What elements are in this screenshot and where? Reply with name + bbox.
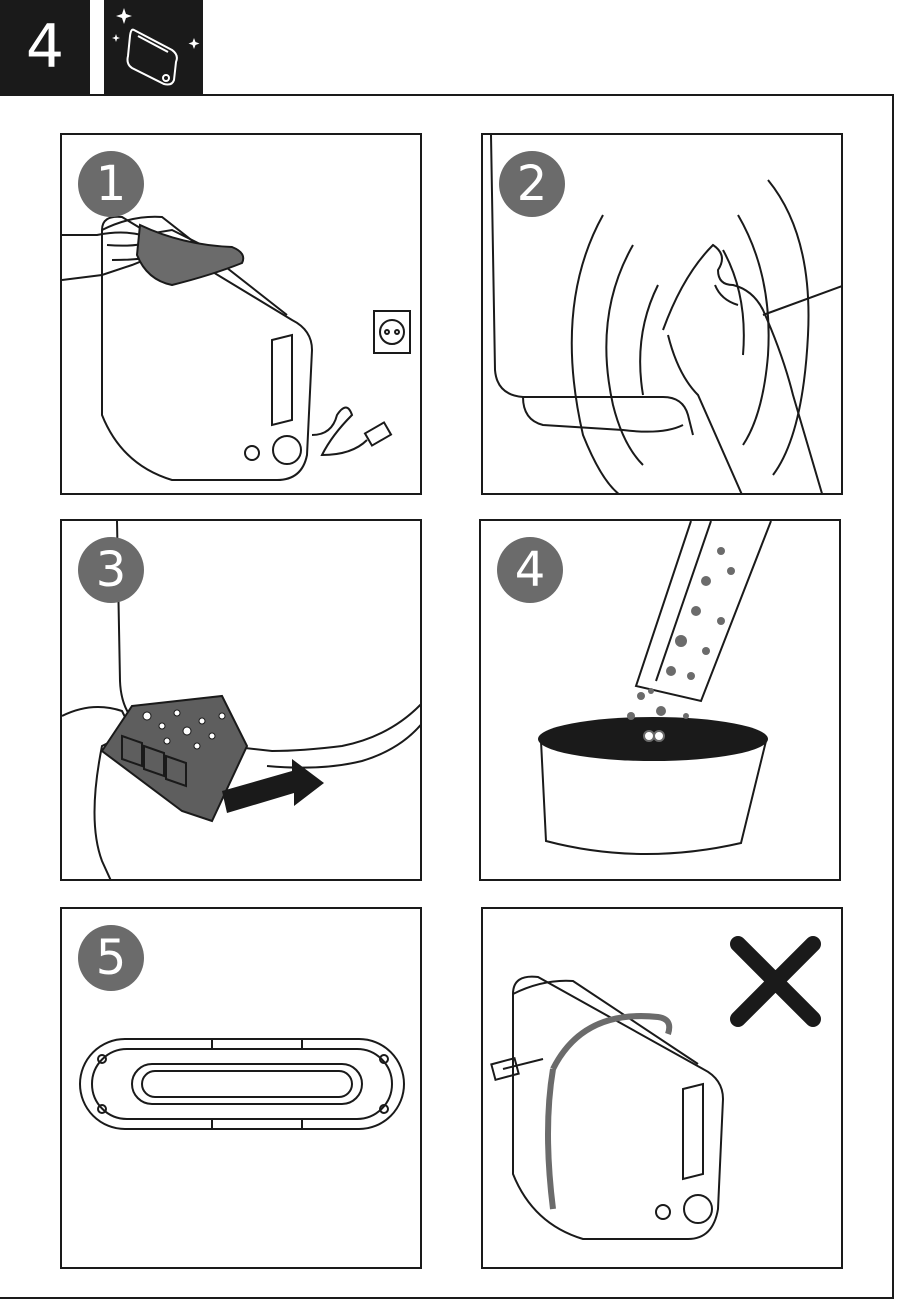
step-badge-2: 2 xyxy=(499,151,565,217)
toaster-cleaning-icon xyxy=(104,0,203,94)
step-badge-4: 4 xyxy=(497,537,563,603)
step-panel-1: 1 xyxy=(60,133,422,495)
step-panel-5: 5 xyxy=(60,907,422,1269)
step-panel-3: 3 xyxy=(60,519,422,881)
step-badge-5: 5 xyxy=(78,925,144,991)
do-not-wrap-cord-icon xyxy=(483,909,843,1269)
step-panel-4: 4 xyxy=(479,519,841,881)
step-badge-3: 3 xyxy=(78,537,144,603)
step-badge-1: 1 xyxy=(78,151,144,217)
section-number: 4 xyxy=(0,0,90,94)
step-panel-6 xyxy=(481,907,843,1269)
step-panel-2: 2 xyxy=(481,133,843,495)
